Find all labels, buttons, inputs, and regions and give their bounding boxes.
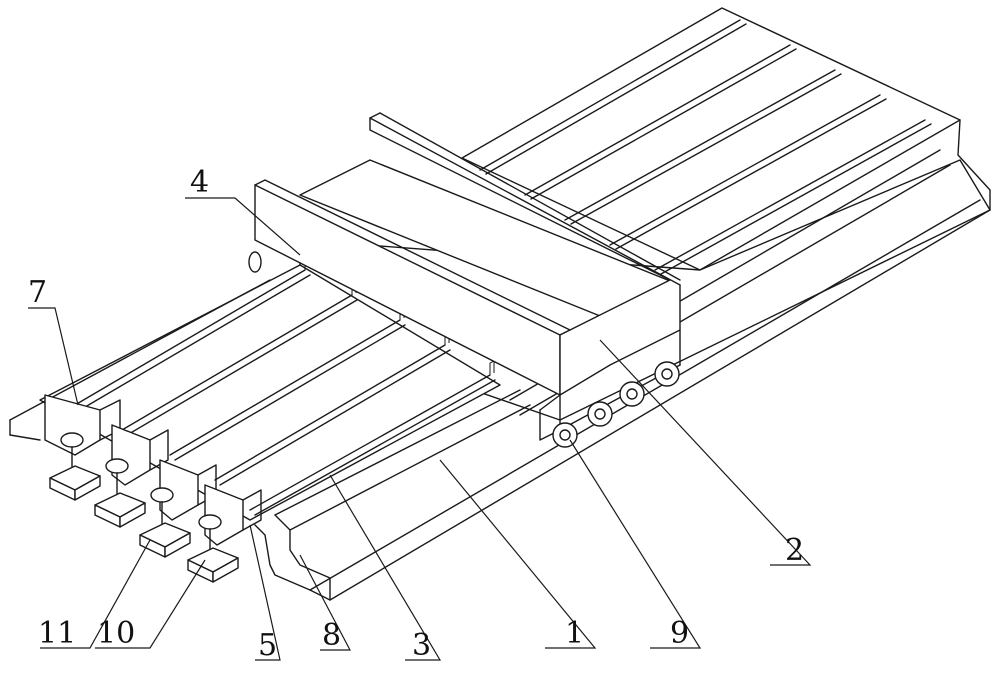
label-10: 10 <box>97 616 135 651</box>
roller-1 <box>553 423 577 447</box>
label-2: 2 <box>785 533 804 568</box>
label-8: 8 <box>322 618 341 653</box>
roller-2 <box>588 402 612 426</box>
label-7: 7 <box>28 275 47 310</box>
label-5: 5 <box>258 628 277 663</box>
label-1: 1 <box>565 616 584 651</box>
label-4: 4 <box>190 165 209 200</box>
roller-3 <box>620 382 644 406</box>
label-3: 3 <box>412 628 431 663</box>
label-11: 11 <box>38 616 76 651</box>
label-9: 9 <box>670 616 689 651</box>
roller-4 <box>655 362 679 386</box>
